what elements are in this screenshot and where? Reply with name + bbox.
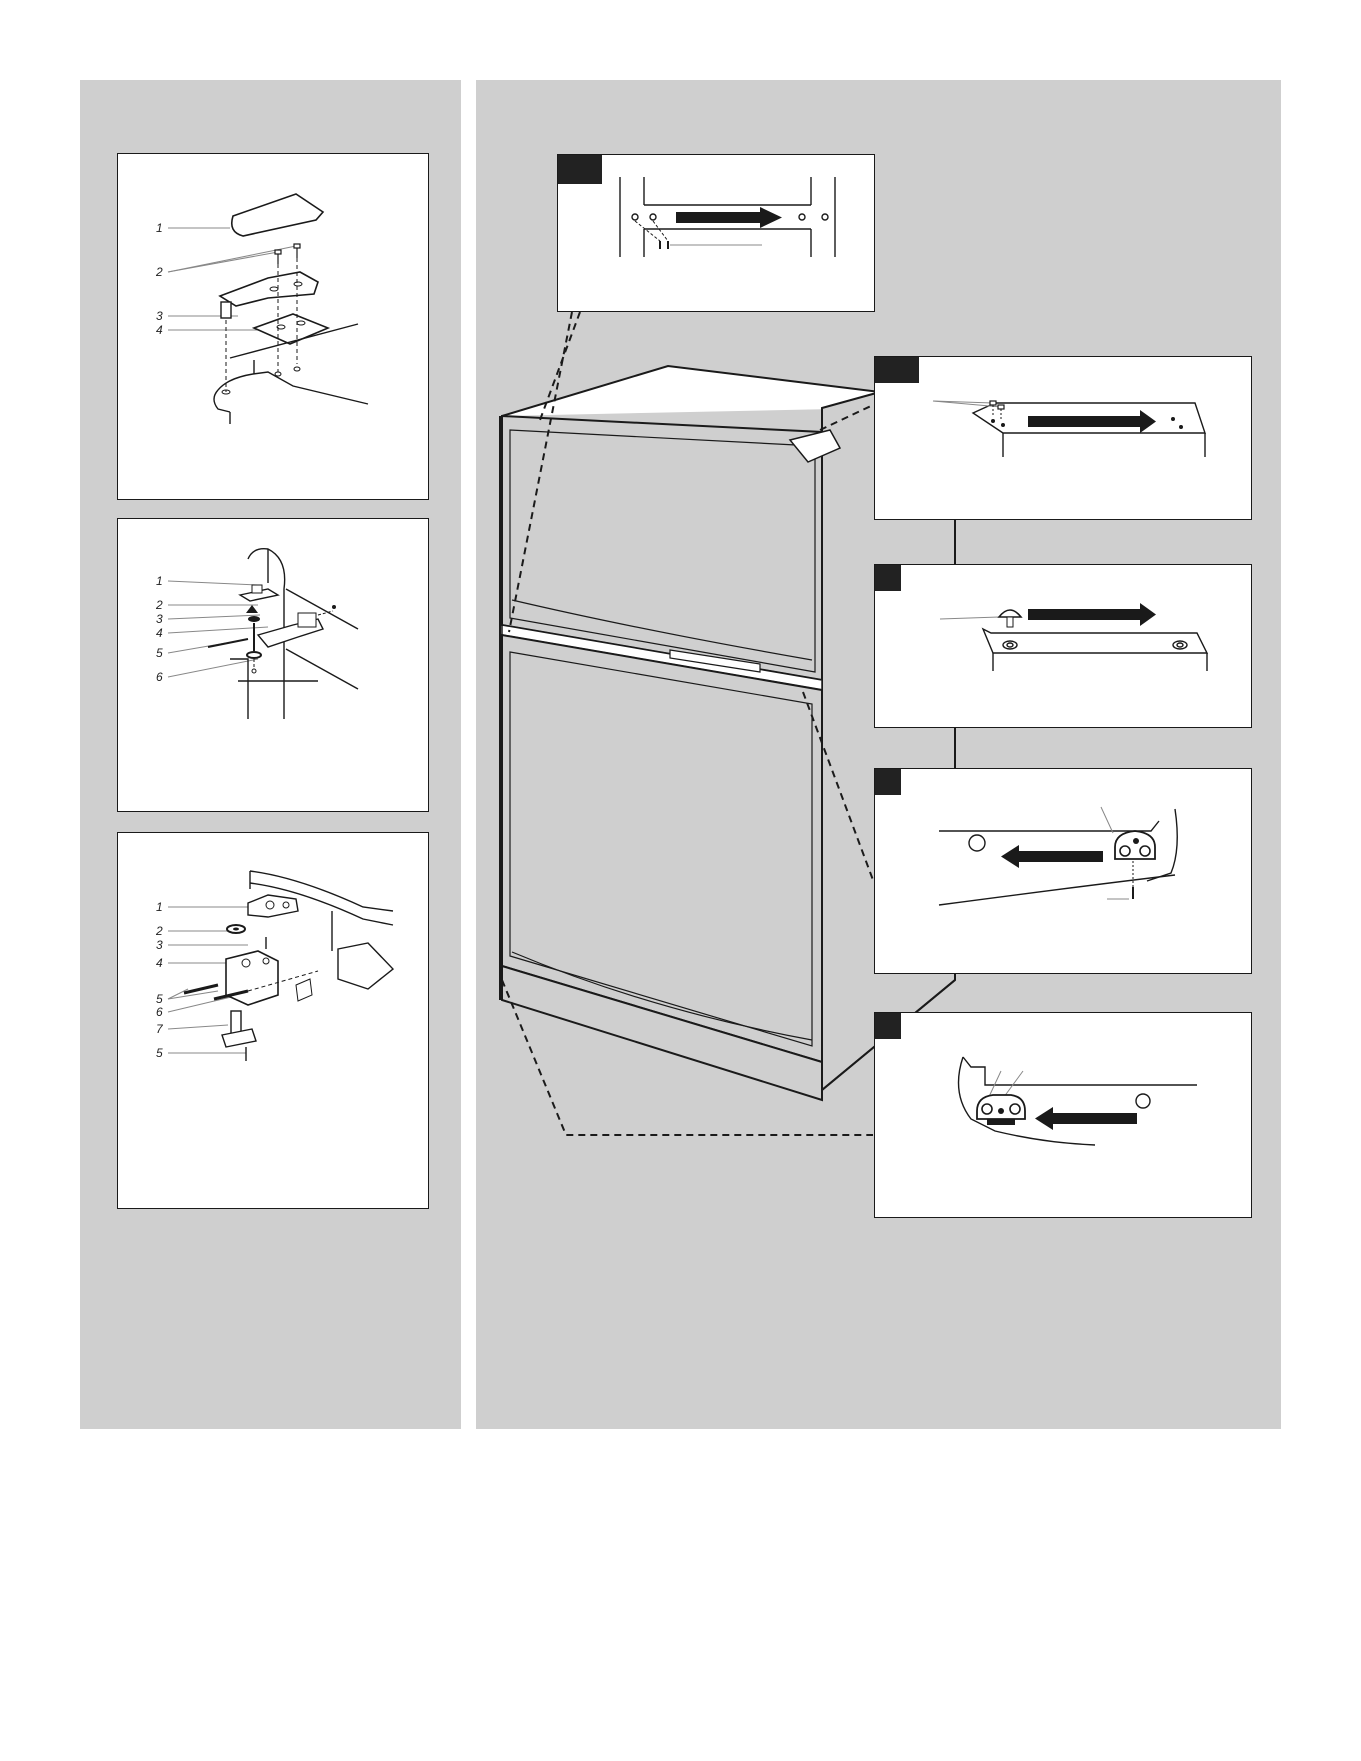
arrow-left-icon	[1001, 845, 1103, 868]
arrow-right-icon	[1028, 603, 1156, 626]
arrow-left-icon	[1035, 1107, 1137, 1130]
inset-step-3	[874, 564, 1252, 728]
arrow-right-icon	[676, 207, 782, 228]
inset-step-1	[557, 154, 875, 312]
inset-step-4	[874, 768, 1252, 974]
inset-step-2	[874, 356, 1252, 520]
inset-step-5	[874, 1012, 1252, 1218]
arrow-right-icon	[1028, 410, 1156, 433]
